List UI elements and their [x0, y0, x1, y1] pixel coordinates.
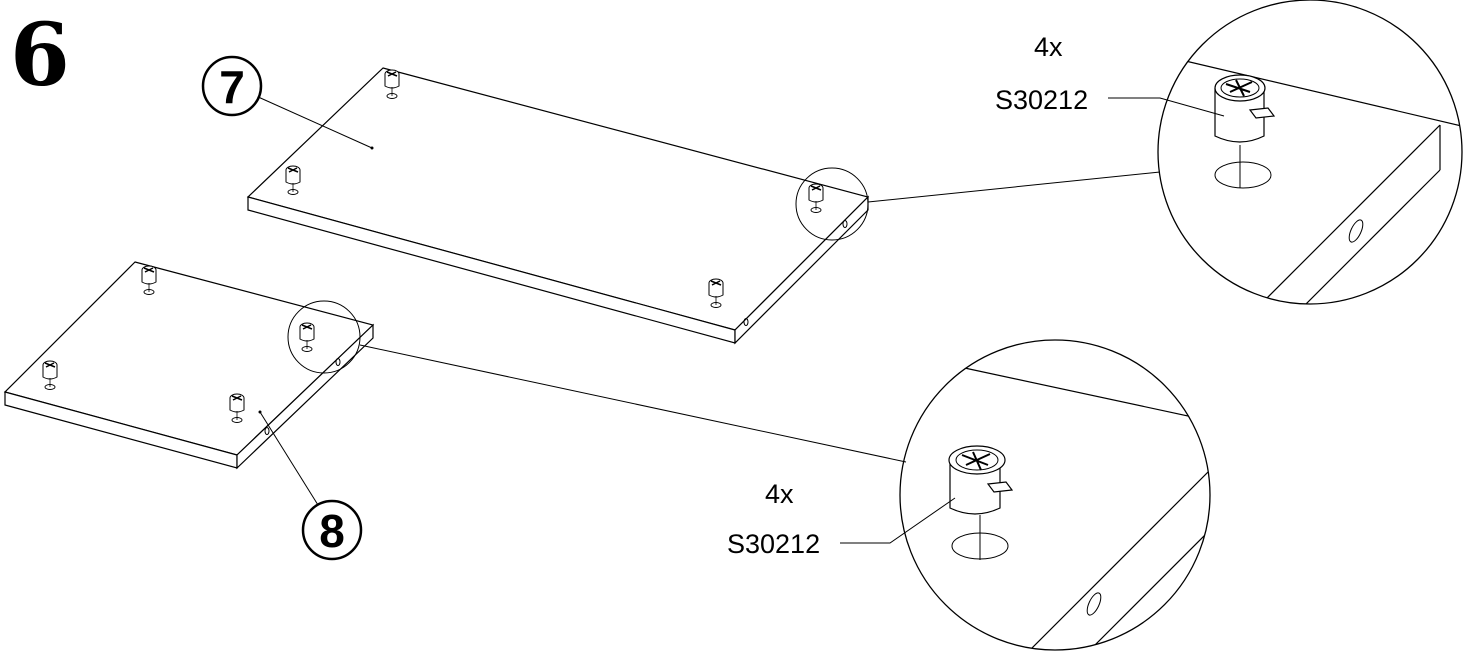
panel-8 [3, 261, 375, 470]
quantity-label: 4x [765, 479, 794, 509]
part-code-label: S30212 [727, 529, 820, 559]
part-label-8: 8 [319, 505, 345, 557]
detail-magnifier [287, 300, 361, 374]
detail-view-right [1157, 0, 1463, 305]
detail-view-bottom [899, 339, 1211, 651]
part-callout-7: 7 [201, 55, 373, 149]
part-callout-8: 8 [259, 411, 363, 561]
part-code-label: S30212 [995, 85, 1088, 115]
part-label-7: 7 [219, 61, 245, 113]
hardware-label-bottom: 4x S30212 [727, 479, 956, 559]
step-number: 6 [10, 5, 70, 106]
cam-lock-icon [1214, 74, 1276, 189]
panel-7 [246, 67, 870, 345]
cam-lock-icon [948, 445, 1014, 560]
detail-magnifier [795, 167, 869, 241]
hardware-label-right: 4x S30212 [995, 32, 1225, 117]
quantity-label: 4x [1034, 32, 1063, 62]
